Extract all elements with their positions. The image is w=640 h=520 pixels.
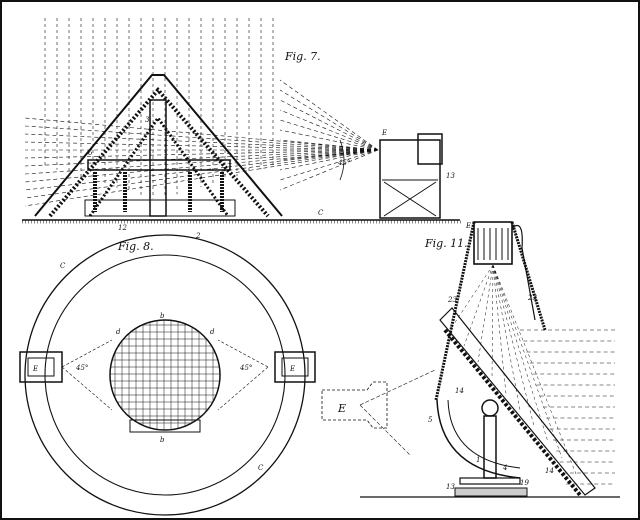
rocker-arc bbox=[436, 399, 521, 479]
fig7-label-3: 3 bbox=[145, 116, 150, 124]
boiler-house bbox=[379, 139, 441, 219]
figure-7 bbox=[22, 18, 462, 224]
figure-11 bbox=[321, 221, 620, 498]
boiler-left bbox=[19, 351, 63, 383]
fig7-label-2: 2 bbox=[195, 232, 201, 240]
fig11-label-13: 13 bbox=[446, 483, 455, 491]
fig11-label-e: E bbox=[465, 222, 471, 230]
fig11-label-19: 19 bbox=[520, 479, 529, 487]
fig8-label-angle-right: 45° bbox=[239, 364, 252, 372]
fig11-label-23-right: 23 bbox=[527, 294, 537, 302]
fig8-label-b2: b bbox=[160, 436, 165, 444]
ray-line bbox=[279, 99, 379, 151]
fig8-title: Fig. 8. bbox=[117, 240, 154, 253]
outer-track-circle bbox=[24, 234, 306, 516]
fig7-label-6: 6 bbox=[88, 149, 93, 157]
fig8-label-b1: b bbox=[160, 312, 165, 320]
fig11-label-5: 5 bbox=[428, 416, 433, 424]
ray-line bbox=[279, 149, 379, 181]
pivot-post bbox=[483, 415, 497, 479]
boiler-top bbox=[473, 221, 513, 265]
sun-rays-vertical bbox=[44, 18, 274, 199]
ray-line bbox=[24, 125, 379, 151]
ray-line bbox=[279, 109, 379, 151]
fig8-label-c2: C bbox=[258, 464, 264, 472]
ray-line bbox=[279, 149, 379, 171]
ray-line bbox=[279, 149, 379, 191]
ray-line bbox=[463, 264, 494, 347]
fig11-label-e-alt: E bbox=[337, 402, 346, 415]
fig8-label-e-right: E bbox=[289, 365, 295, 373]
figure-8 bbox=[19, 234, 316, 516]
ray-line bbox=[492, 264, 577, 475]
ray-line bbox=[449, 264, 494, 331]
ray-line bbox=[24, 149, 379, 183]
parabolic-reflector bbox=[439, 307, 596, 496]
fig7-label-angle: 45° bbox=[337, 159, 350, 167]
fig8-label-e-left: E bbox=[32, 365, 38, 373]
boiler-alt-position bbox=[321, 381, 388, 429]
ray-line bbox=[24, 149, 379, 167]
fig8-label-c1: C bbox=[60, 262, 66, 270]
fig7-label-e: E bbox=[381, 129, 387, 137]
ray-line bbox=[492, 264, 563, 459]
fig11-label-1: 1 bbox=[476, 456, 480, 464]
fig11-label-4: 4 bbox=[502, 464, 507, 472]
fig11-label-23-left: 23 bbox=[447, 296, 457, 304]
boiler-right bbox=[274, 351, 316, 383]
ray-line bbox=[492, 264, 535, 427]
ray-line bbox=[24, 141, 379, 151]
fig7-title: Fig. 7. bbox=[284, 50, 321, 63]
ray-line bbox=[279, 139, 379, 151]
pivot bbox=[481, 399, 499, 417]
reflector-grid bbox=[110, 320, 220, 430]
ray-line bbox=[492, 264, 507, 395]
ray-line bbox=[24, 149, 379, 159]
ray-line bbox=[492, 264, 549, 443]
reflector-truss bbox=[34, 74, 283, 217]
fig11-label-14-bottom: 14 bbox=[545, 467, 554, 475]
ray-line bbox=[279, 129, 379, 151]
sun-rays-horizontal bbox=[520, 329, 615, 485]
fig11-label-14-top: 14 bbox=[455, 387, 464, 395]
ray-line bbox=[477, 264, 494, 363]
reflector-plan bbox=[109, 319, 221, 431]
fig8-label-angle-left: 45° bbox=[75, 364, 88, 372]
fig7-label-c: C bbox=[318, 209, 324, 217]
fig11-title: Fig. 11. bbox=[424, 237, 468, 250]
ray-line bbox=[279, 89, 379, 151]
ray-line bbox=[491, 264, 494, 379]
fig7-label-12: 12 bbox=[118, 224, 127, 232]
ray-line bbox=[24, 117, 379, 151]
reflected-rays-cone bbox=[449, 264, 577, 475]
ray-line bbox=[279, 79, 379, 151]
fig8-label-d2: d bbox=[210, 328, 215, 336]
fig8-label-d1: d bbox=[116, 328, 121, 336]
ray-line bbox=[279, 119, 379, 151]
ray-line bbox=[24, 149, 379, 199]
ray-line bbox=[492, 264, 521, 411]
fig7-label-13: 13 bbox=[446, 172, 455, 180]
reflected-rays-fan bbox=[24, 79, 379, 207]
central-column bbox=[149, 99, 167, 217]
ray-line bbox=[24, 149, 379, 175]
inner-track-circle bbox=[44, 254, 286, 496]
